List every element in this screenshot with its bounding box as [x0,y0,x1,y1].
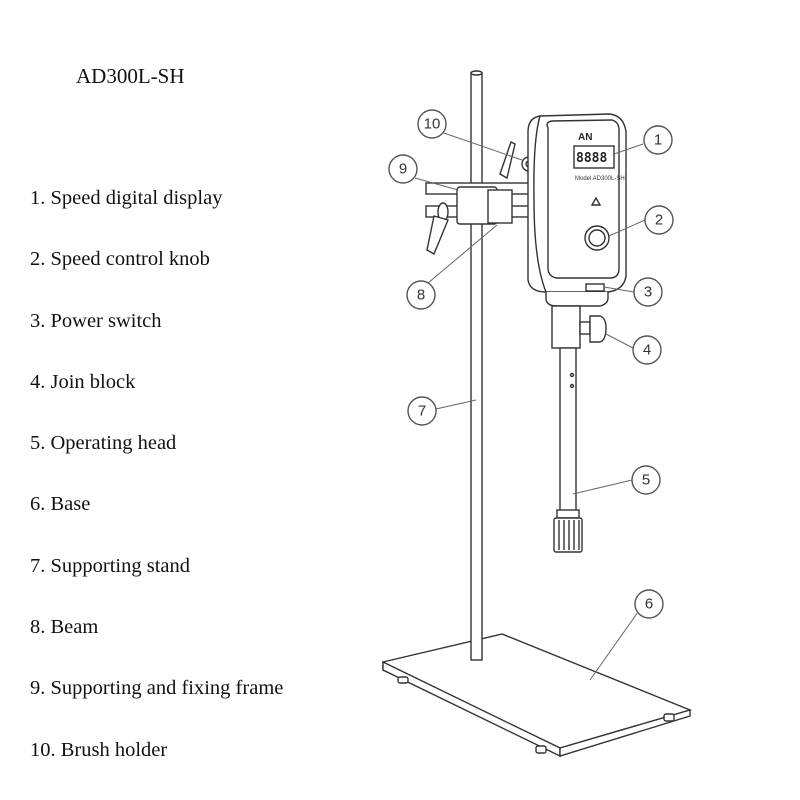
legend-item-7: 7. Supporting stand [30,554,191,577]
legend-item-5: 5. Operating head [30,432,177,455]
callout-2-number: 2 [655,212,663,229]
leader-lines [414,131,646,681]
callout-5: 5 [631,465,661,495]
speed-digital-display: 8888 [576,151,607,166]
brand-logo: AN [578,132,592,143]
clamp-assembly [425,141,537,256]
callout-8-number: 8 [417,287,425,304]
callout-9: 9 [388,154,418,184]
callout-10: 10 [417,109,447,139]
stand-rod [470,70,483,661]
callout-10-number: 10 [424,116,441,133]
legend-item-2: 2. Speed control knob [30,248,210,271]
callout-7: 7 [407,396,437,426]
model-label: Model AD300L-SH [575,176,625,182]
callout-1: 1 [643,125,673,155]
callout-6: 6 [634,589,664,619]
legend-item-1: 1. Speed digital display [30,187,223,209]
callout-1-number: 1 [654,132,662,149]
callout-7-number: 7 [418,403,426,420]
motor-housing: AN 8888 Model AD300L-SH [527,113,627,307]
callout-6-number: 6 [645,596,653,613]
legend-item-4: 4. Join block [30,370,136,393]
callout-8: 8 [406,280,436,310]
callout-5-number: 5 [642,472,650,489]
legend-item-6: 6. Base [30,493,91,516]
legend-item-9: 9. Supporting and fixing frame [30,677,284,700]
callout-9-number: 9 [399,161,407,178]
power-switch [585,283,605,292]
operating-head [553,347,583,553]
diagram-title: AD300L-SH [76,64,185,88]
legend-item-3: 3. Power switch [30,309,162,332]
join-block [551,305,607,349]
callout-4-number: 4 [643,342,651,359]
callout-2: 2 [644,205,674,235]
base-plate [382,633,693,758]
legend-item-8: 8. Beam [30,616,99,639]
callout-3: 3 [633,277,663,307]
parts-legend: 1. Speed digital display 2. Speed contro… [30,184,283,797]
callout-4: 4 [632,335,662,365]
callout-3-number: 3 [644,284,652,301]
legend-item-10: 10. Brush holder [30,738,168,761]
